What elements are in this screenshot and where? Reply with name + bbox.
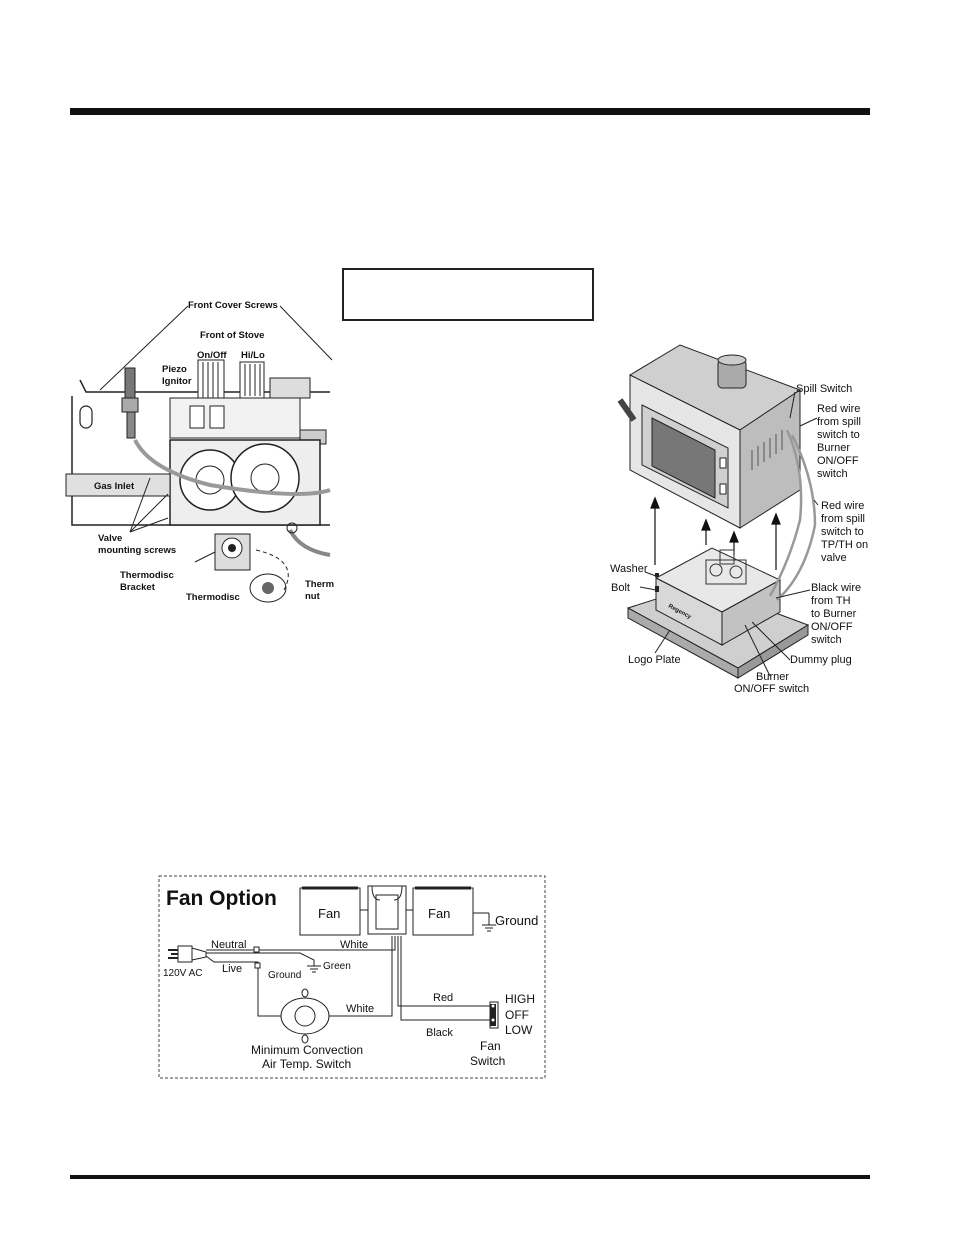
thermodisc-label: Thermodisc xyxy=(186,592,240,603)
bottom-rule xyxy=(70,1175,870,1179)
on-off-label: On/Off xyxy=(197,350,227,361)
fan-option-diagram: Fan Option Fan Fan Ground xyxy=(158,875,546,1079)
low-label: LOW xyxy=(505,1023,533,1037)
fan-right-box xyxy=(412,887,474,936)
fan-switch-label-1: Fan xyxy=(480,1039,501,1053)
mounting-screws-label: mounting screws xyxy=(98,545,176,556)
logo-plate-label: Logo Plate xyxy=(628,654,681,666)
bolt-label: Bolt xyxy=(611,582,630,594)
fan-switch-label-2: Switch xyxy=(470,1054,505,1068)
dummy-plug-label: Dummy plug xyxy=(790,654,852,666)
fan-right-label: Fan xyxy=(428,906,450,921)
temp-switch-label-1: Minimum Convection xyxy=(251,1043,363,1057)
white-top-label: White xyxy=(340,939,368,951)
ignitor-label: Ignitor xyxy=(162,376,192,387)
fan-left-box xyxy=(299,887,361,936)
power-plug-icon xyxy=(168,945,207,963)
black-wire-line-5: switch xyxy=(811,634,842,646)
fan-option-title: Fan Option xyxy=(166,887,277,910)
thermodisc-bracket-label-2: Bracket xyxy=(120,582,156,593)
piezo-label: Piezo xyxy=(162,364,187,375)
ground-right-label: Ground xyxy=(495,913,538,928)
washer-label: Washer xyxy=(610,563,648,575)
stove-diagram: Regency Spill Switch Red wire from spill… xyxy=(610,344,871,695)
burner-label: Burner xyxy=(756,671,789,683)
live-label: Live xyxy=(222,963,242,975)
fan-diagram-frame xyxy=(158,875,546,1079)
front-cover-screws-label: Front Cover Screws xyxy=(188,300,278,311)
piezo-ignitor-icon xyxy=(124,367,136,399)
green-label: Green xyxy=(323,961,351,972)
fan-left-label: Fan xyxy=(318,906,340,921)
white-mid-label: White xyxy=(346,1003,374,1015)
on-off-knob-icon xyxy=(197,359,225,401)
fan-switch-icon[interactable] xyxy=(489,1001,499,1029)
red-wire-burner-line-6: switch xyxy=(817,468,848,480)
nut-label: nut xyxy=(305,591,321,602)
red-wire-tpth-line-2: from spill xyxy=(821,513,865,525)
hi-lo-label: Hi/Lo xyxy=(241,350,265,361)
air-temp-switch-icon xyxy=(280,988,330,1044)
ground-symbol-left-icon xyxy=(307,965,321,973)
fan-connector-icon xyxy=(367,885,407,935)
neutral-label: Neutral xyxy=(211,939,246,951)
ground-symbol-right-icon xyxy=(482,924,496,932)
red-wire-burner-line-1: Red wire xyxy=(817,403,860,415)
red-wire-tpth-line-3: switch to xyxy=(821,526,864,538)
red-wire-burner-line-2: from spill xyxy=(817,416,861,428)
black-wire-fan-label: Black xyxy=(426,1027,453,1039)
red-wire-tpth-line-5: valve xyxy=(821,552,847,564)
temp-switch-label-2: Air Temp. Switch xyxy=(262,1057,351,1071)
gas-inlet-label: Gas Inlet xyxy=(94,481,135,492)
therm-label: Therm xyxy=(305,579,334,590)
front-of-stove-label: Front of Stove xyxy=(200,330,264,341)
black-wire-line-2: from TH xyxy=(811,595,851,607)
valve-diagram: Front Cover Screws Front of Stove On/Off… xyxy=(65,300,334,603)
red-wire-burner-line-4: Burner xyxy=(817,442,850,454)
red-wire-tpth-label: Red wire from spill switch to TP/TH on v… xyxy=(821,500,871,564)
ground-left-label: Ground xyxy=(268,970,301,981)
black-wire-line-3: to Burner xyxy=(811,608,857,620)
top-rule xyxy=(70,108,870,115)
blank-caption-box xyxy=(342,268,594,321)
red-wire-burner-line-5: ON/OFF xyxy=(817,455,859,467)
black-wire-line-4: ON/OFF xyxy=(811,621,853,633)
red-wire-tpth-line-4: TP/TH on xyxy=(821,539,868,551)
red-wire-burner-label: Red wire from spill switch to Burner ON/… xyxy=(817,403,864,480)
high-label: HIGH xyxy=(505,992,535,1006)
black-wire-line-1: Black wire xyxy=(811,582,861,594)
voltage-label: 120V AC xyxy=(163,968,202,979)
on-off-switch-label: ON/OFF switch xyxy=(734,683,809,695)
gas-inlet-pipe xyxy=(65,473,171,497)
off-label: OFF xyxy=(505,1008,529,1022)
valve-label: Valve xyxy=(98,533,122,544)
red-wire-tpth-line-1: Red wire xyxy=(821,500,864,512)
red-wire-label: Red xyxy=(433,992,453,1004)
spill-switch-label: Spill Switch xyxy=(796,383,852,395)
thermodisc-bracket-label-1: Thermodisc xyxy=(120,570,174,581)
black-wire-label: Black wire from TH to Burner ON/OFF swit… xyxy=(811,582,864,646)
keyhole-slot-icon xyxy=(79,405,93,429)
red-wire-burner-line-3: switch to xyxy=(817,429,860,441)
